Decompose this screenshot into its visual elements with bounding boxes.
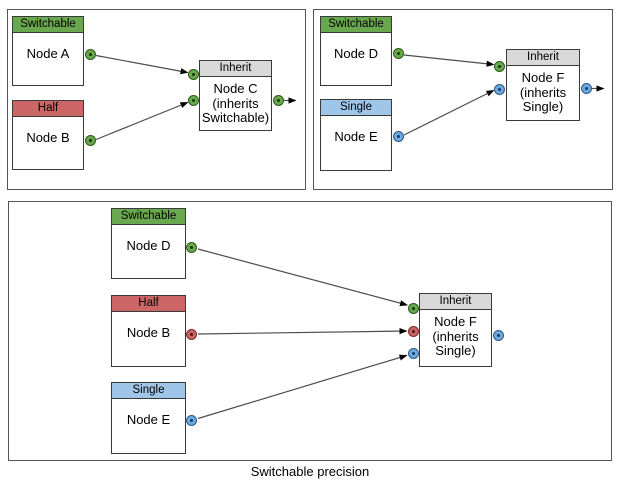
node-e-type-header: Single [321, 100, 391, 116]
connection-b-to-c [95, 101, 189, 141]
node-f-type-header: Inherit [507, 50, 579, 66]
port-out-node-b-bottom [186, 328, 197, 340]
port-out-node-f [581, 83, 592, 94]
port-in-node-f-bottom-1 [407, 302, 419, 314]
node-d-label: Node D [333, 46, 379, 61]
port-out-node-f-bottom [492, 329, 504, 341]
node-d-bottom-label: Node D [126, 238, 171, 253]
port-in-node-f-1 [494, 61, 505, 72]
connection-e2-to-f2 [197, 354, 408, 420]
panel-bottom [8, 201, 612, 461]
port-out-node-c [273, 95, 284, 106]
node-d-bottom-type-header: Switchable [112, 209, 185, 225]
node-b: Half Node B [12, 100, 84, 170]
connection-d-to-f [403, 54, 495, 67]
node-b-bottom-type-header: Half [112, 296, 185, 312]
port-out-node-d-bottom [186, 242, 197, 253]
port-in-node-c-2 [187, 95, 199, 106]
node-f: Inherit Node F (inherits Single) [506, 49, 580, 121]
node-f-label: Node F (inherits Single) [519, 70, 567, 114]
node-b-label: Node B [26, 130, 70, 145]
connection-d2-to-f2 [197, 248, 408, 307]
diagram-caption: Switchable precision [250, 464, 370, 479]
port-out-node-e-bottom [186, 415, 197, 426]
node-f-bottom: Inherit Node F (inherits Single) [419, 293, 492, 367]
port-in-node-f-2 [494, 83, 505, 95]
port-out-node-e [392, 131, 404, 142]
node-c: Inherit Node C (inherits Switchable) [199, 60, 272, 131]
node-d-bottom: Switchable Node D [111, 208, 186, 279]
node-d: Switchable Node D [320, 16, 392, 86]
connection-a-to-c [95, 54, 189, 75]
node-e-bottom-type-header: Single [112, 383, 185, 399]
node-e-label: Node E [334, 129, 378, 144]
port-in-node-c-1 [187, 68, 199, 80]
connection-e-to-f [403, 89, 495, 136]
node-c-label: Node C (inherits Switchable) [201, 81, 270, 125]
node-e-bottom-label: Node E [126, 412, 171, 427]
connection-b2-to-f2 [197, 328, 408, 335]
node-f-bottom-type-header: Inherit [420, 294, 491, 310]
node-a: Switchable Node A [12, 16, 84, 86]
node-f-bottom-label: Node F (inherits Single) [432, 314, 479, 358]
port-out-node-b [84, 135, 96, 146]
node-e-bottom: Single Node E [111, 382, 186, 454]
node-a-type-header: Switchable [13, 17, 83, 33]
port-in-node-f-bottom-3 [407, 347, 419, 359]
node-a-label: Node A [26, 46, 70, 61]
port-out-node-a [84, 49, 96, 60]
node-e: Single Node E [320, 99, 392, 171]
node-d-type-header: Switchable [321, 17, 391, 33]
node-b-type-header: Half [13, 101, 83, 117]
node-c-type-header: Inherit [200, 61, 271, 77]
port-in-node-f-bottom-2 [407, 325, 419, 337]
port-out-node-d [392, 48, 404, 59]
node-b-bottom-label: Node B [126, 325, 171, 340]
node-b-bottom: Half Node B [111, 295, 186, 367]
